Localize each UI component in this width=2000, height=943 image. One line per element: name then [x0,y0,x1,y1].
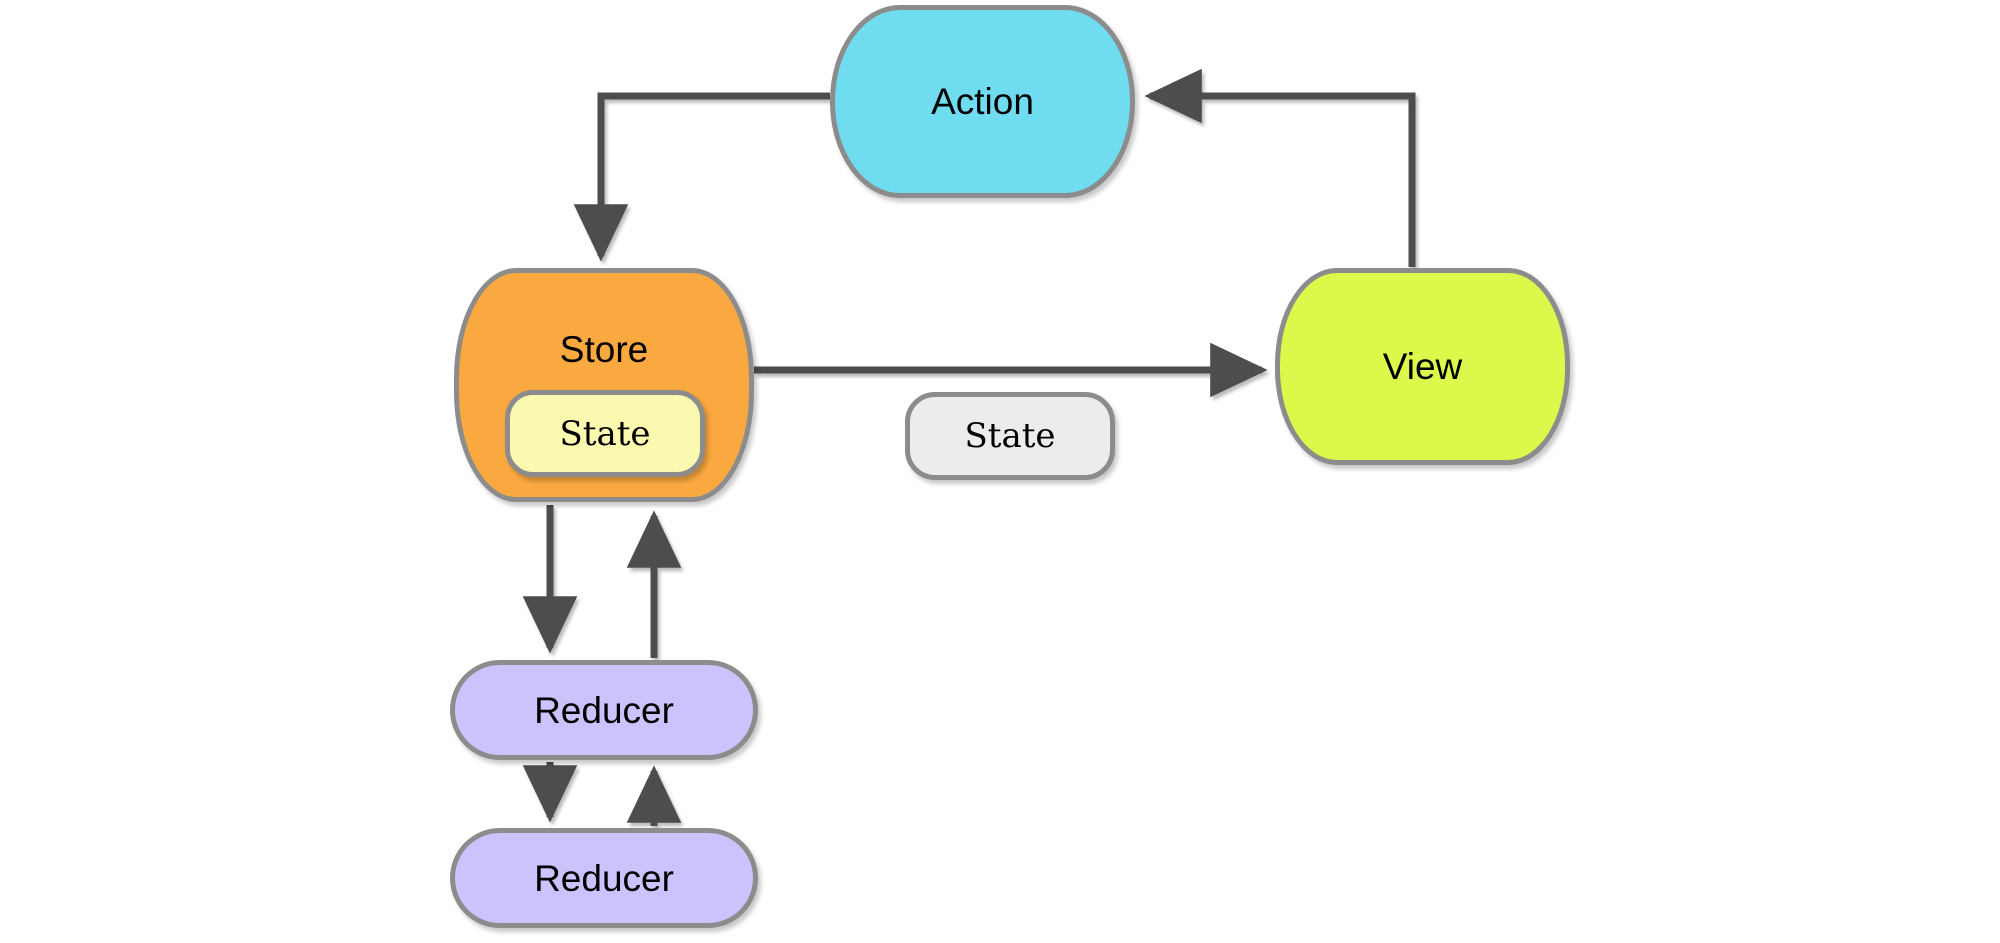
node-store-label: Store [559,329,649,370]
edge-label-state-text: State [964,416,1056,456]
node-store[interactable]: Store State [454,268,754,502]
node-store-state-label: State [559,413,651,454]
node-reducer-1[interactable]: Reducer [450,660,758,760]
node-view[interactable]: View [1275,268,1570,465]
node-reducer-2[interactable]: Reducer [450,828,758,928]
node-store-state[interactable]: State [505,390,705,477]
edge-action-to-store [573,92,830,262]
node-reducer-1-label: Reducer [534,689,674,731]
node-reducer-2-label: Reducer [534,857,674,899]
edge-label-state[interactable]: State [905,392,1115,480]
node-action[interactable]: Action [830,5,1135,198]
edge-view-to-action [1144,68,1416,267]
node-view-label: View [1382,346,1463,387]
node-action-label: Action [931,81,1034,122]
